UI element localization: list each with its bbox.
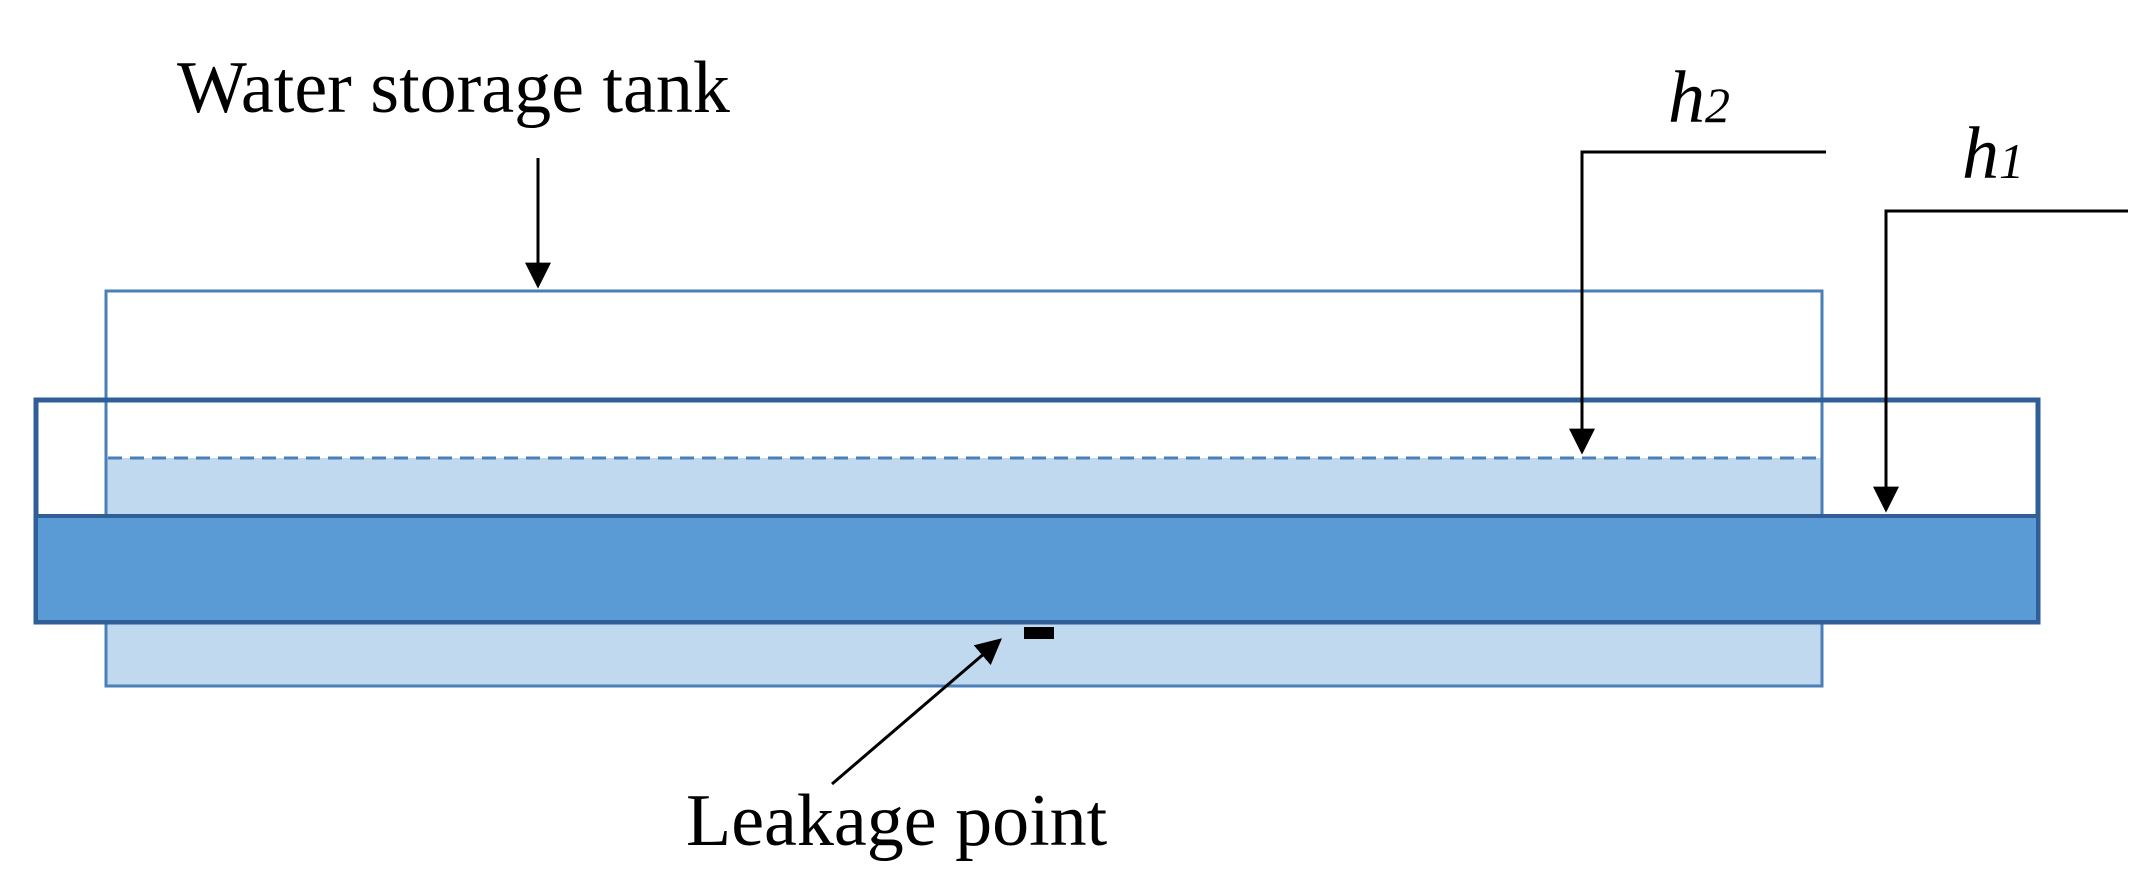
tank-label: Water storage tank xyxy=(177,47,730,129)
h2-label-subscript: 2 xyxy=(1705,77,1730,133)
pipe xyxy=(34,514,2040,624)
h1-label-base: h xyxy=(1962,113,1999,195)
water-storage-tank xyxy=(104,289,1824,688)
leak-label-arrow xyxy=(831,638,1002,786)
h2-label-base: h xyxy=(1668,57,1705,139)
h1-leader-line xyxy=(1873,209,2128,513)
h1-label: h1 xyxy=(1962,113,2024,195)
leak-point-mark xyxy=(1024,627,1054,639)
h2-leader-line xyxy=(1569,150,1826,455)
leak-label: Leakage point xyxy=(686,780,1108,862)
h1-label-subscript: 1 xyxy=(1999,133,2024,189)
h2-label: h2 xyxy=(1668,57,1730,139)
